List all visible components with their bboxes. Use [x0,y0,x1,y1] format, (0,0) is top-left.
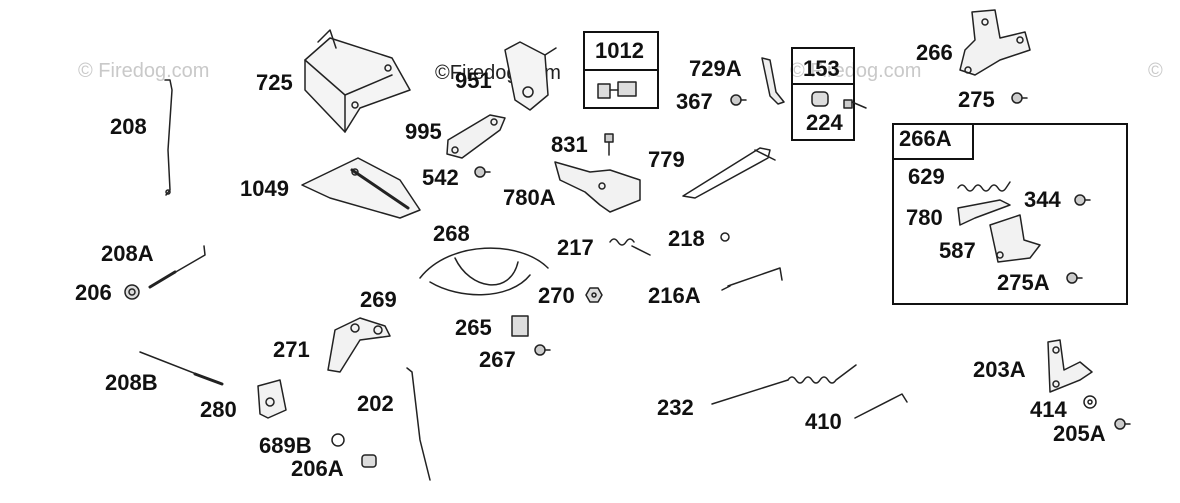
part-208B-rod [139,351,224,386]
label-part-208B: 208B [105,370,158,395]
part-265-clip [511,315,529,337]
label-part-780A: 780A [503,185,556,210]
label-part-542: 542 [422,165,459,190]
part-729A-bracket [761,57,785,105]
part-206A-nut [361,454,377,468]
part-216A-rod [721,267,783,291]
label-part-267: 267 [479,347,516,372]
label-part-216A: 216A [648,283,701,308]
part-224-screw [843,99,867,109]
part-271-arm [327,317,391,373]
label-part-206: 206 [75,280,112,305]
part-153-nut [811,91,829,107]
part-344-screw [1074,194,1091,206]
part-951-plate [504,41,557,111]
part-410-rod [854,393,908,419]
part-367-screw [730,94,747,106]
part-995-bracket [446,114,506,159]
part-208A-rod [148,245,206,289]
part-629-spring [957,181,1011,192]
part-267-screw [534,344,551,356]
label-part-217: 217 [557,235,594,260]
label-part-725: 725 [256,70,293,95]
part-831-screw [604,133,614,156]
label-part-280: 280 [200,397,237,422]
label-part-831: 831 [551,132,588,157]
part-206-nut [124,284,140,300]
part-275A-screw [1066,272,1083,284]
watermark-text: © [1148,60,1163,82]
part-542-screw [474,166,491,178]
label-part-270: 270 [538,283,575,308]
label-part-995: 995 [405,119,442,144]
label-part-275: 275 [958,87,995,112]
label-part-269: 269 [360,287,397,312]
part-217-spring [609,238,651,256]
label-part-208: 208 [110,114,147,139]
part-1012-clip [597,81,637,99]
label-part-414: 414 [1030,397,1067,422]
label-part-410: 410 [805,409,842,434]
label-part-367: 367 [676,89,713,114]
label-part-780: 780 [906,205,943,230]
label-part-1012: 1012 [595,38,644,63]
part-268-cable [419,247,549,296]
label-part-266: 266 [916,40,953,65]
label-part-203A: 203A [973,357,1026,382]
part-205A-screw [1114,418,1131,430]
part-218-washer [720,232,730,242]
part-280-bracket [257,379,287,419]
part-1049-plate [301,157,421,219]
kit-box-266A [892,123,1128,305]
kit-box-153 [791,47,855,141]
label-part-1049: 1049 [240,176,289,201]
label-part-344: 344 [1024,187,1061,212]
watermark-text: © Firedog.com [790,60,922,82]
part-725-bracket [304,29,411,133]
part-208-rod [164,79,173,196]
label-part-224: 224 [806,110,843,135]
label-part-208A: 208A [101,241,154,266]
label-part-951: 951 [455,68,492,93]
label-part-153: 153 [803,56,840,81]
label-part-206A: 206A [291,456,344,481]
label-part-689B: 689B [259,433,312,458]
label-part-587: 587 [939,238,976,263]
part-414-washer [1083,395,1097,409]
label-part-266A: 266A [899,126,952,151]
label-part-729A: 729A [689,56,742,81]
label-part-629: 629 [908,164,945,189]
label-part-265: 265 [455,315,492,340]
part-780-bracket [957,199,1011,226]
watermark-text: © Firedog.com [78,60,210,82]
part-587-bracket [989,214,1041,263]
part-232-spring [711,364,857,405]
part-780A-bracket [554,161,641,213]
part-203A-bracket [1047,339,1093,393]
label-part-779: 779 [648,147,685,172]
part-270-nut [585,287,603,303]
label-part-205A: 205A [1053,421,1106,446]
label-part-271: 271 [273,337,310,362]
label-part-202: 202 [357,391,394,416]
label-part-218: 218 [668,226,705,251]
label-part-232: 232 [657,395,694,420]
label-part-268: 268 [433,221,470,246]
part-779-link [682,147,776,199]
label-part-275A: 275A [997,270,1050,295]
part-266-bracket [959,9,1031,76]
part-275-screw [1011,92,1028,104]
kit-box-1012 [583,31,659,109]
part-202-rod [406,367,431,481]
part-689B-ring [331,433,345,447]
